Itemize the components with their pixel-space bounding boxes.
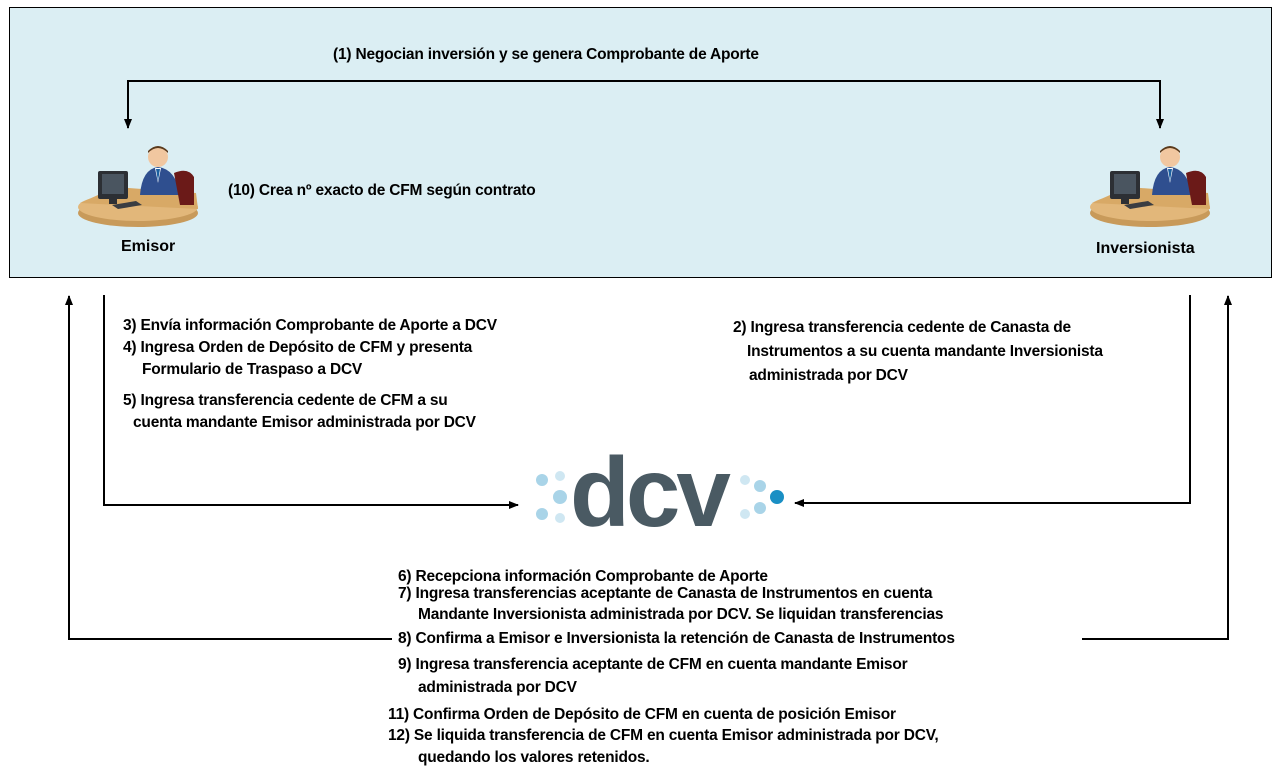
dcv-step-6: 6) Recepciona información Comprobante de… xyxy=(398,568,768,585)
issuer-step-4-cont: Formulario de Traspaso a DCV xyxy=(142,361,363,378)
confirmation-to-investor-arrow xyxy=(1082,295,1232,640)
negotiation-arrow xyxy=(127,80,1164,129)
investor-computer-user-icon xyxy=(1090,146,1210,227)
negotiation-step: (1) Negocian inversión y se genera Compr… xyxy=(333,46,759,63)
confirmation-to-issuer-arrow xyxy=(65,295,392,640)
investor-step-2: 2) Ingresa transferencia cedente de Cana… xyxy=(733,319,1071,336)
dcv-step-12: 12) Se liquida transferencia de CFM en c… xyxy=(388,727,939,744)
logo-dot xyxy=(754,480,766,492)
logo-dot xyxy=(536,508,548,520)
dcv-step-7: 7) Ingresa transferencias aceptante de C… xyxy=(398,585,933,602)
issuer-to-dcv-arrow xyxy=(103,295,519,509)
dcv-step-8: 8) Confirma a Emisor e Inversionista la … xyxy=(398,630,955,647)
logo-dot xyxy=(754,502,766,514)
dcv-logo: dcv xyxy=(536,448,784,540)
dcv-step-9-cont: administrada por DCV xyxy=(418,679,577,696)
logo-dot xyxy=(553,490,567,504)
cfm-creation-step: (10) Crea nº exacto de CFM según contrat… xyxy=(228,182,536,199)
logo-dot xyxy=(770,490,784,504)
dcv-step-12-cont: quedando los valores retenidos. xyxy=(418,749,650,766)
issuer-computer-user-icon xyxy=(78,146,198,227)
dcv-step-9: 9) Ingresa transferencia aceptante de CF… xyxy=(398,656,908,673)
investor-step-2-cont-2: administrada por DCV xyxy=(749,367,908,384)
logo-dot xyxy=(555,471,565,481)
issuer-step-4: 4) Ingresa Orden de Depósito de CFM y pr… xyxy=(123,339,473,356)
logo-text: dcv xyxy=(570,448,731,540)
logo-dot xyxy=(740,475,750,485)
dcv-step-11: 11) Confirma Orden de Depósito de CFM en… xyxy=(388,706,896,723)
dcv-step-7-cont: Mandante Inversionista administrada por … xyxy=(418,606,944,623)
participants-box xyxy=(9,7,1272,278)
logo-dot xyxy=(555,513,565,523)
investor-step-2-cont-1: Instrumentos a su cuenta mandante Invers… xyxy=(747,343,1103,360)
logo-dot xyxy=(536,474,548,486)
logo-dot xyxy=(740,509,750,519)
issuer-label: Emisor xyxy=(121,238,176,255)
issuer-step-5-cont: cuenta mandante Emisor administrada por … xyxy=(133,414,476,431)
issuer-step-3: 3) Envía información Comprobante de Apor… xyxy=(123,317,497,334)
investor-to-dcv-arrow xyxy=(794,295,1191,507)
investor-label: Inversionista xyxy=(1096,240,1195,257)
issuer-step-5: 5) Ingresa transferencia cedente de CFM … xyxy=(123,392,448,409)
